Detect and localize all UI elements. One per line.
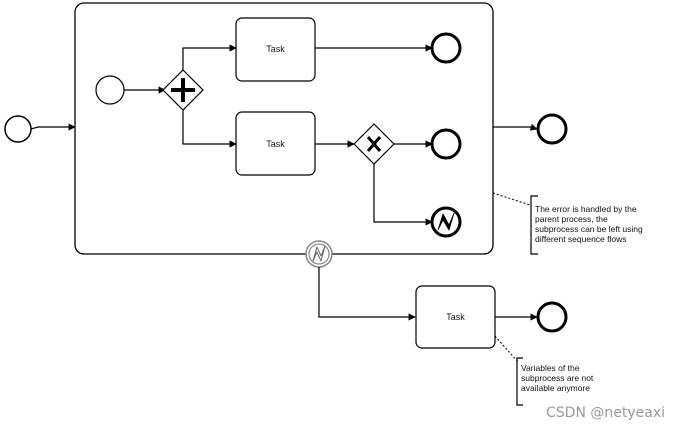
annotation-variables: Variables of the subprocess are not avai… [494, 335, 596, 406]
annotation-line: available anymore [521, 383, 590, 393]
top-task[interactable]: Task [235, 17, 316, 82]
x-icon [366, 136, 382, 152]
boundary-error-event[interactable] [305, 240, 333, 268]
middle-task-label: Task [266, 139, 285, 149]
annotation-line: different sequence flows [535, 234, 627, 244]
annotation-connector [494, 335, 519, 363]
flow-parallel-to-top-task [182, 44, 237, 70]
error-icon [437, 212, 455, 231]
flow-boundary-to-handler-task [318, 267, 416, 321]
top-task-label: Task [266, 44, 285, 54]
annotation-bracket [516, 357, 523, 406]
middle-end-event[interactable] [430, 128, 462, 160]
inner-start-event[interactable] [95, 75, 125, 105]
svg-text:Variables of the subproc: Variables of the subprocess are not avai… [521, 363, 596, 393]
flow-exclusive-to-error-end [373, 164, 433, 226]
outer-start-event[interactable] [4, 115, 32, 143]
flow-start-to-subprocess [30, 123, 76, 131]
outer-end-event[interactable] [536, 113, 568, 145]
middle-task[interactable]: Task [235, 111, 316, 176]
top-end-event[interactable] [430, 32, 462, 64]
error-icon [312, 245, 326, 262]
annotation-line: subprocess can be left using [535, 224, 643, 234]
svg-text:The error is handled by the: The error is handled by the parent proce… [535, 204, 645, 244]
annotation-line: parent process, the [535, 214, 608, 224]
plus-icon [171, 78, 195, 102]
exclusive-gateway[interactable] [353, 123, 395, 165]
handler-end-event[interactable] [536, 301, 568, 333]
annotation-bracket [530, 195, 538, 255]
watermark: CSDN @netyeaxi [546, 405, 665, 421]
flow-parallel-to-middle-task [182, 110, 237, 148]
annotation-line: Variables of the [521, 363, 580, 373]
error-end-event[interactable] [430, 206, 462, 238]
error-handler-task-label: Task [446, 312, 465, 322]
annotation-connector [492, 192, 531, 206]
flow-subprocess-to-outer-end [493, 123, 538, 131]
annotation-error-handled: The error is handled by the parent proce… [492, 192, 645, 255]
error-handler-task[interactable]: Task [415, 285, 496, 349]
annotation-line: subprocess are not [521, 373, 594, 383]
annotation-line: The error is handled by the [535, 204, 637, 214]
